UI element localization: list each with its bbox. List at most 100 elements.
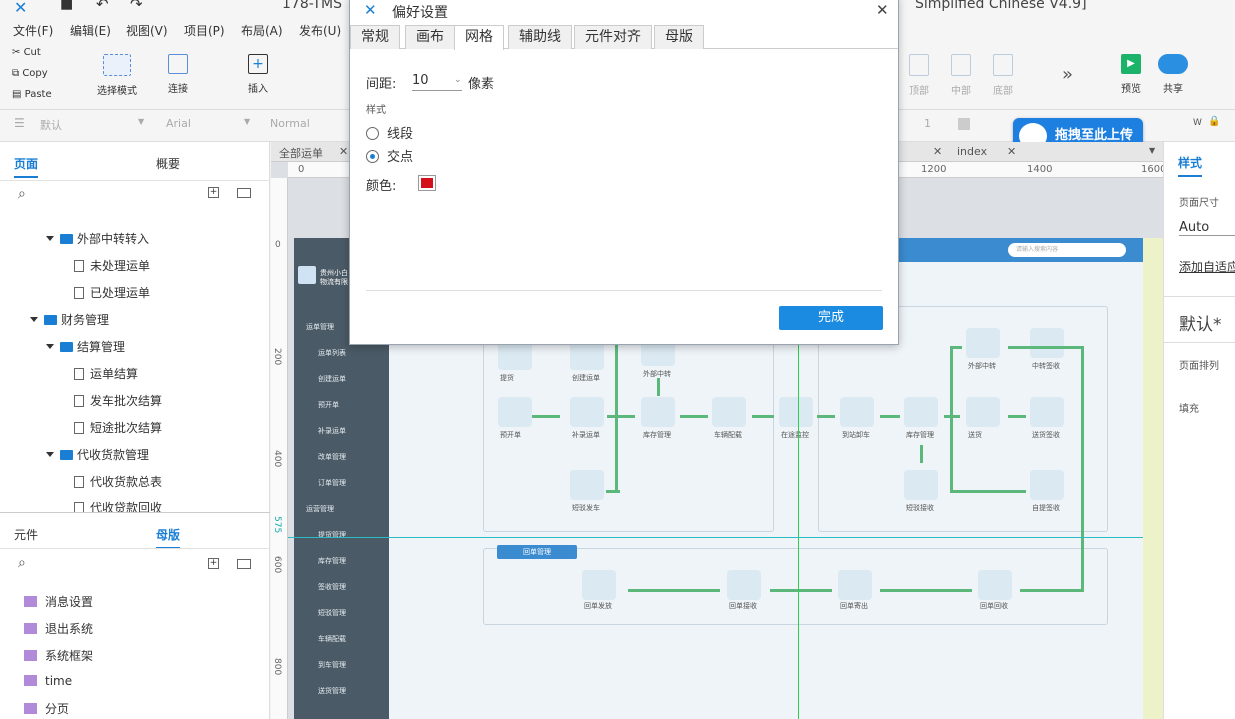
tab-pages[interactable]: 页面 xyxy=(14,155,39,178)
return-node xyxy=(727,570,761,600)
return-node xyxy=(978,570,1012,600)
tab-outline[interactable]: 概要 xyxy=(156,157,181,171)
save-icon[interactable]: ■ xyxy=(60,0,74,12)
weight-select[interactable]: Normal xyxy=(270,117,310,130)
dialog-close-icon[interactable]: ✕ xyxy=(876,1,889,19)
master-item[interactable]: 退出系统 xyxy=(24,620,93,637)
close-tab-icon[interactable]: ✕ xyxy=(339,145,349,158)
fill-color-icon[interactable] xyxy=(958,118,970,130)
add-page-icon[interactable]: + xyxy=(208,187,219,198)
flow-node-label: 外部中转 xyxy=(968,362,996,370)
flow-node xyxy=(1030,328,1064,358)
tree-page-short-settlement[interactable]: 短途批次结算 xyxy=(74,419,162,436)
tab-general[interactable]: 常规 xyxy=(350,25,400,49)
flow-arrow xyxy=(606,490,620,493)
font-dropdown-icon[interactable]: ▼ xyxy=(244,117,251,126)
preferences-dialog: ✕ 偏好设置 ✕ 常规 画布 网格 辅助线 元件对齐 母版 间距: 10 ⌄ 像… xyxy=(349,0,899,345)
menu-view[interactable]: 视图(V) xyxy=(126,24,168,38)
select-mode-button[interactable]: 选择模式 xyxy=(84,54,150,97)
font-select[interactable]: Arial xyxy=(166,117,191,130)
style-section-label: 样式 xyxy=(366,105,386,116)
style-dropdown-icon[interactable]: ▼ xyxy=(138,117,145,126)
tree-page-cod-recovery[interactable]: 代收贷款回收 xyxy=(74,499,162,513)
tree-page-waybill-settlement[interactable]: 运单结算 xyxy=(74,365,138,382)
horizontal-guide[interactable] xyxy=(288,537,1163,538)
flow-node-label: 自提签收 xyxy=(1032,504,1060,512)
close-tab-icon[interactable]: ✕ xyxy=(933,145,943,158)
tab-style[interactable]: 样式 xyxy=(1178,154,1203,177)
preview-button[interactable]: ▶ 预览 xyxy=(1116,54,1146,95)
connect-button[interactable]: 连接 xyxy=(156,54,200,95)
align-bottom-button[interactable]: 底部 xyxy=(986,54,1020,97)
tree-folder-finance[interactable]: 财务管理 xyxy=(30,311,109,328)
add-master-icon[interactable]: + xyxy=(208,558,219,569)
tab-grid[interactable]: 网格 xyxy=(454,25,504,50)
tab-canvas[interactable]: 画布 xyxy=(405,25,455,49)
tab-snap[interactable]: 元件对齐 xyxy=(574,25,652,49)
copy-button[interactable]: ⧉ Copy xyxy=(12,68,48,79)
ruler-label: 1400 xyxy=(1027,164,1053,175)
align-top-button[interactable]: 顶部 xyxy=(902,54,936,97)
tree-page-unprocessed[interactable]: 未处理运单 xyxy=(74,257,150,274)
spacing-input[interactable]: 10 xyxy=(412,73,462,91)
copy-icon: ⧉ xyxy=(12,68,20,79)
tab-menu-icon[interactable]: ▼ xyxy=(1149,146,1156,155)
tree-page-processed[interactable]: 已处理运单 xyxy=(74,284,150,301)
tree-page-cod-summary[interactable]: 代收货款总表 xyxy=(74,473,162,490)
doc-tab-all-waybills[interactable]: 全部运单 xyxy=(279,147,323,160)
tree-folder-external-transfer[interactable]: 外部中转转入 xyxy=(46,230,149,247)
spacing-dropdown-icon[interactable]: ⌄ xyxy=(454,75,462,85)
tab-masters[interactable]: 母版 xyxy=(156,526,181,549)
more-tools-icon[interactable]: » xyxy=(1062,64,1074,85)
search-icon[interactable]: ⌕ xyxy=(18,186,26,202)
master-item[interactable]: 消息设置 xyxy=(24,593,93,610)
add-adaptive-link[interactable]: 添加自适应 xyxy=(1179,260,1235,274)
style-select[interactable]: 默认 xyxy=(40,119,62,132)
page-icon xyxy=(74,422,84,434)
tree-folder-settlement[interactable]: 结算管理 xyxy=(46,338,125,355)
grid-color-swatch[interactable] xyxy=(418,175,436,191)
ruler-label: 800 xyxy=(272,658,282,676)
done-button[interactable]: 完成 xyxy=(779,306,883,330)
page-size-select[interactable]: Auto xyxy=(1179,220,1235,236)
menu-edit[interactable]: 编辑(E) xyxy=(70,24,111,38)
flow-arrow xyxy=(607,415,635,418)
add-master-folder-icon[interactable] xyxy=(237,559,251,569)
menu-layout[interactable]: 布局(A) xyxy=(241,24,283,38)
master-item[interactable]: time xyxy=(24,674,72,688)
insert-button[interactable]: + 插入 xyxy=(248,54,268,95)
share-button[interactable]: 共享 xyxy=(1156,54,1190,95)
color-label: 颜色: xyxy=(366,179,397,194)
menu-publish[interactable]: 发布(U) xyxy=(299,24,342,38)
line-width-input[interactable]: 1 xyxy=(924,117,931,130)
tab-masters-pref[interactable]: 母版 xyxy=(654,25,704,49)
close-tab-icon[interactable]: ✕ xyxy=(1007,145,1017,158)
align-top-icon xyxy=(909,54,929,76)
tree-folder-cod[interactable]: 代收货款管理 xyxy=(46,446,149,463)
grid-style-lines-option[interactable]: 线段 xyxy=(366,123,413,142)
menu-project[interactable]: 项目(P) xyxy=(184,24,225,38)
tab-guides[interactable]: 辅助线 xyxy=(508,25,572,49)
master-search-icon[interactable]: ⌕ xyxy=(18,555,26,571)
cut-button[interactable]: ✂ Cut xyxy=(12,47,41,58)
folder-icon xyxy=(60,342,73,352)
folder-icon xyxy=(60,450,73,460)
master-item[interactable]: 分页 xyxy=(24,700,69,717)
paste-button[interactable]: ▤ Paste xyxy=(12,89,52,100)
add-folder-icon[interactable] xyxy=(237,188,251,198)
plus-icon: + xyxy=(248,54,268,74)
default-style-label[interactable]: 默认* xyxy=(1179,315,1222,335)
align-middle-button[interactable]: 中部 xyxy=(944,54,978,97)
tree-page-dispatch-settlement[interactable]: 发车批次结算 xyxy=(74,392,162,409)
master-item[interactable]: 系统框架 xyxy=(24,647,93,664)
vertical-guide[interactable] xyxy=(798,178,799,719)
redo-icon[interactable]: ↷ xyxy=(130,0,143,13)
lock-icon[interactable]: 🔒 xyxy=(1208,116,1221,127)
doc-tab-index[interactable]: index xyxy=(957,145,988,158)
grid-style-dots-option[interactable]: 交点 xyxy=(366,146,413,165)
menu-file[interactable]: 文件(F) xyxy=(13,24,54,38)
flow-node xyxy=(1030,470,1064,500)
tab-widgets[interactable]: 元件 xyxy=(14,528,39,542)
undo-icon[interactable]: ↶ xyxy=(96,0,109,13)
flow-node-label: 车辆配载 xyxy=(714,431,742,439)
